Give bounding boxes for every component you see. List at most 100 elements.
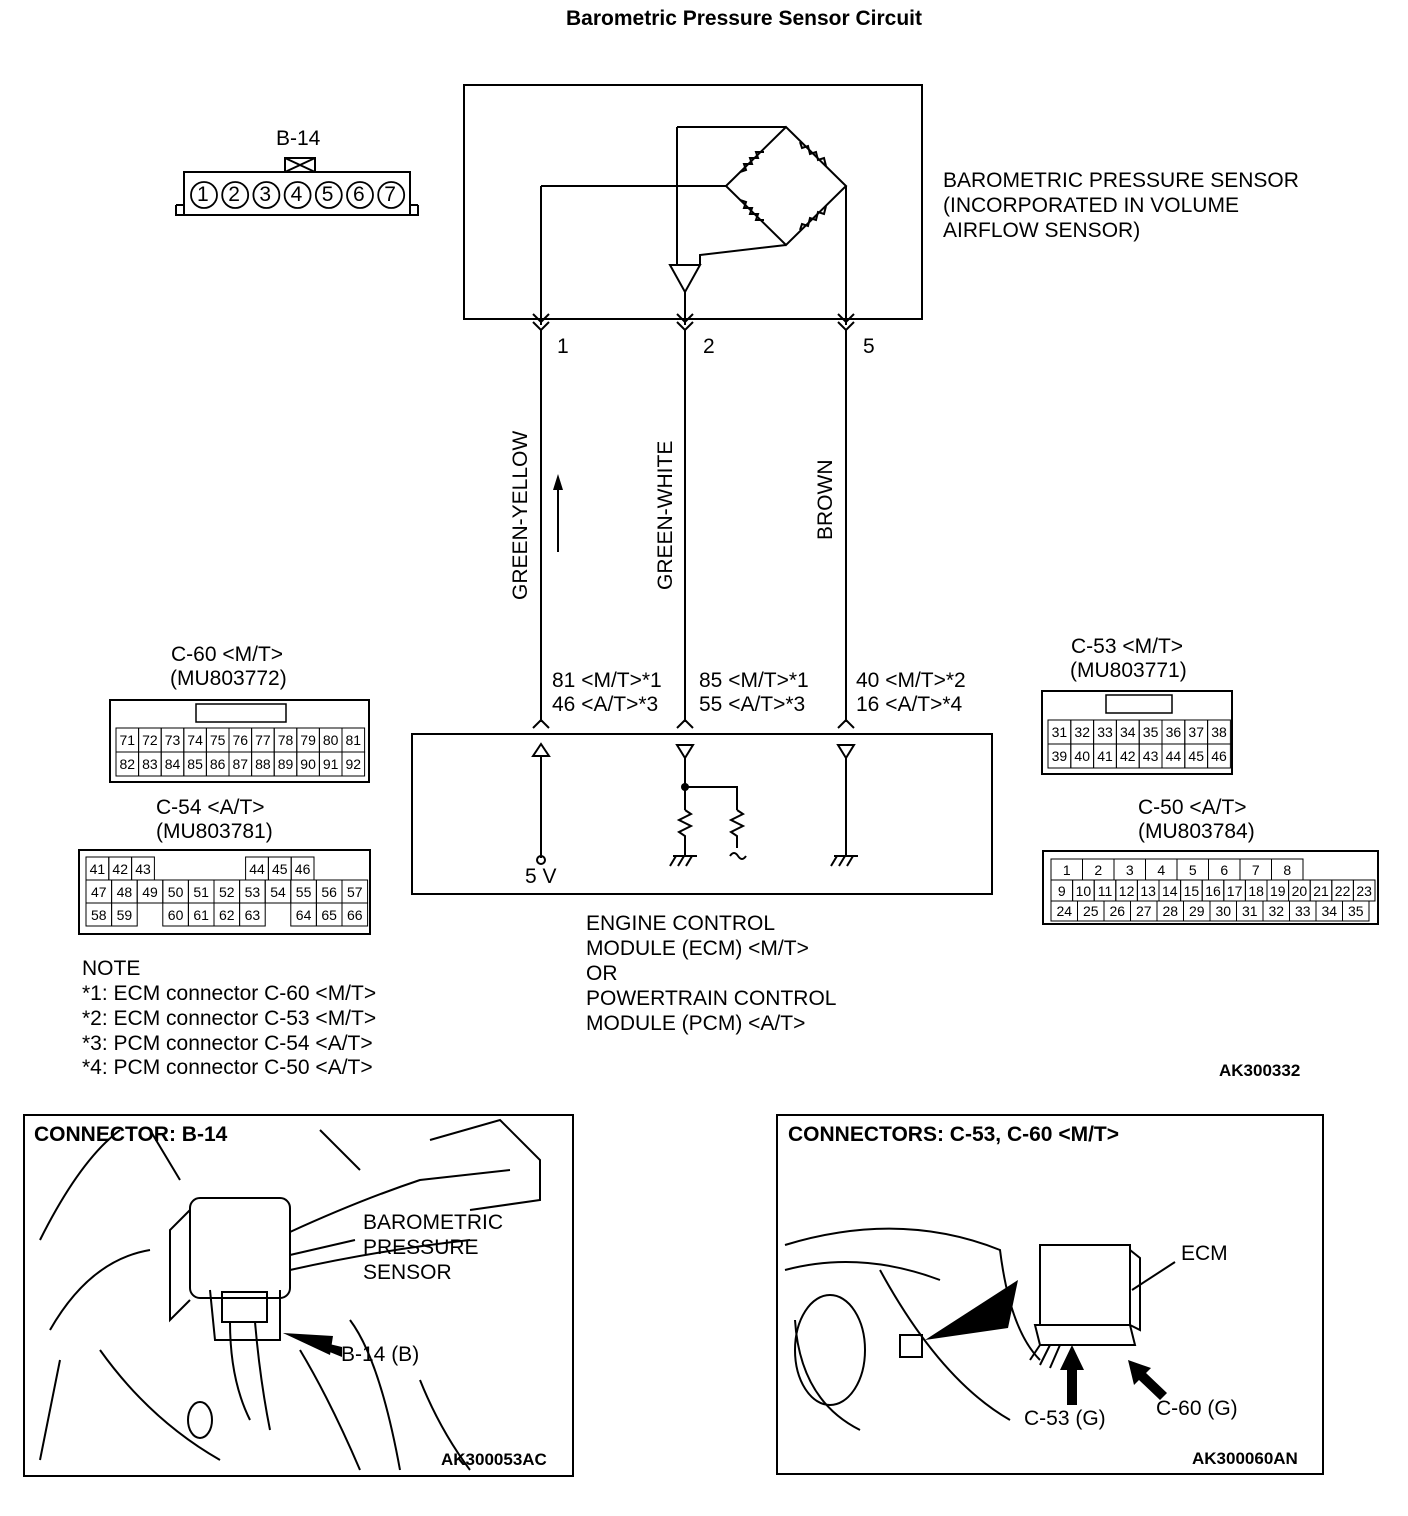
- sensor-pin-2: 2: [703, 335, 715, 358]
- c54-pin-label: 48: [116, 883, 133, 900]
- wire-color-3: BROWN: [814, 459, 837, 541]
- panel-right-illustration: [784, 1227, 1176, 1431]
- panel-right-c60-label: C-60 (G): [1156, 1397, 1238, 1420]
- c50-pin-label: 12: [1118, 882, 1135, 899]
- c50-pin-label: 11: [1097, 882, 1113, 899]
- c50-pin-label: 29: [1188, 903, 1205, 919]
- c60-pin-label: 75: [209, 732, 226, 748]
- panel-left-frame: [23, 1114, 574, 1477]
- c50-pin-label: 8: [1283, 861, 1292, 878]
- c53-pin-label: 41: [1097, 748, 1113, 764]
- c50-pin-label: 19: [1270, 882, 1286, 899]
- c50-name: C-50 <A/T>: [1138, 796, 1247, 819]
- c50-pin-label: 1: [1062, 861, 1071, 878]
- c53-pin-label: 46: [1211, 748, 1227, 764]
- c54-cell: [239, 902, 266, 927]
- ecm-label-line4: POWERTRAIN CONTROL: [586, 987, 837, 1010]
- c50-pin-label: 26: [1109, 903, 1126, 919]
- c54-pin-label: 60: [167, 906, 184, 923]
- c50-pin-label: 16: [1205, 882, 1221, 899]
- c50-pin-label: 23: [1356, 882, 1372, 899]
- c53-pin-label: 31: [1051, 724, 1068, 740]
- c50-pin-label: 6: [1220, 861, 1229, 878]
- panel-left-callout-3: SENSOR: [363, 1261, 452, 1284]
- c50-pin-label: 33: [1294, 903, 1311, 919]
- c60-pin-label: 78: [277, 732, 294, 748]
- c60-part: (MU803772): [170, 667, 287, 690]
- panel-left-arrow-label: B-14 (B): [341, 1343, 420, 1366]
- c50-pin-label: 13: [1140, 882, 1156, 899]
- c54-name: C-54 <A/T>: [156, 796, 265, 819]
- sensor-box: [463, 84, 923, 320]
- c53-pin-label: 42: [1120, 748, 1136, 764]
- terminal-1-at: 46 <A/T>*3: [552, 693, 659, 716]
- c54-pin-label: 53: [244, 883, 261, 900]
- c50-pin-label: 21: [1313, 882, 1329, 899]
- c54-pin-label: 65: [321, 906, 337, 923]
- c60-pin-label: 81: [345, 732, 362, 748]
- sensor-pin-1: 1: [557, 335, 569, 358]
- c53-cell: [1207, 743, 1231, 769]
- c54-pin-label: 49: [142, 883, 158, 900]
- c50-pin-label: 20: [1291, 882, 1308, 899]
- c60-pin-label: 83: [142, 756, 158, 772]
- b14-pin-label: 4: [290, 183, 303, 206]
- c54-part: (MU803781): [156, 820, 273, 843]
- c50-pin-label: 10: [1075, 882, 1092, 899]
- c54-pin-label: 64: [295, 906, 312, 923]
- b14-pin-circle: [190, 181, 218, 209]
- panel-right-code: AK300060AN: [1192, 1449, 1298, 1468]
- note-item-3: *3: PCM connector C-54 <A/T>: [82, 1032, 373, 1055]
- b14-pin-label: 6: [353, 183, 365, 206]
- c54-pin-label: 44: [249, 860, 265, 877]
- c60-pin-label: 76: [232, 732, 249, 748]
- c50-pin-label: 2: [1094, 861, 1103, 878]
- sensor-label-line1: BAROMETRIC PRESSURE SENSOR: [943, 169, 1299, 192]
- c54-pin-label: 41: [89, 860, 106, 877]
- panel-right-ecm-label: ECM: [1181, 1242, 1228, 1265]
- c53-pin-label: 37: [1188, 724, 1204, 740]
- c50-pin-label: 22: [1334, 882, 1351, 899]
- c50-cell: [1271, 858, 1304, 881]
- b14-pin-label: 1: [197, 183, 209, 206]
- b14-pin-circle: [221, 181, 250, 209]
- c53-connector: [1041, 690, 1233, 775]
- c53-name: C-53 <M/T>: [1071, 635, 1184, 658]
- c54-pin-label: 57: [347, 883, 363, 900]
- b14-pin-circle: [346, 181, 374, 209]
- panel-right-title: CONNECTORS: C-53, C-60 <M/T>: [788, 1123, 1120, 1146]
- c50-pin-label: 31: [1241, 903, 1258, 919]
- c54-pin-label: 45: [272, 860, 288, 877]
- c50-pin-label: 9: [1057, 882, 1066, 899]
- c60-pin-label: 84: [164, 756, 181, 772]
- ecm-box: [411, 733, 993, 895]
- c50-pin-label: 34: [1321, 903, 1338, 919]
- c54-pin-label: 58: [91, 906, 107, 923]
- panel-left-title: CONNECTOR: B-14: [34, 1123, 228, 1146]
- c53-pin-label: 40: [1074, 748, 1090, 764]
- c60-pin-label: 74: [187, 732, 203, 748]
- terminal-2-mt: 85 <M/T>*1: [699, 669, 809, 692]
- c54-pin-label: 43: [135, 860, 151, 877]
- c60-pin-label: 77: [255, 732, 271, 748]
- c50-pin-label: 25: [1082, 903, 1099, 919]
- c50-pin-label: 32: [1268, 903, 1285, 919]
- c50-cell: [1342, 900, 1370, 922]
- wire-color-1: GREEN-YELLOW: [509, 430, 532, 600]
- c60-pin-label: 79: [300, 732, 316, 748]
- c54-pin-label: 66: [347, 906, 363, 923]
- b14-pin-label: 7: [384, 183, 396, 206]
- note-item-4: *4: PCM connector C-50 <A/T>: [82, 1056, 373, 1079]
- c50-pin-label: 27: [1135, 903, 1152, 919]
- b14-pin-circle: [283, 181, 312, 209]
- ecm-label-line1: ENGINE CONTROL: [586, 912, 776, 935]
- note-heading: NOTE: [82, 957, 141, 980]
- c50-pin-label: 35: [1347, 903, 1364, 919]
- c53-pin-label: 32: [1074, 724, 1090, 740]
- c54-pin-label: 42: [112, 860, 128, 877]
- c50-pin-label: 5: [1188, 861, 1197, 878]
- c60-cell: [341, 751, 366, 777]
- c54-pin-label: 61: [193, 906, 209, 923]
- b14-pin-label: 2: [228, 183, 240, 206]
